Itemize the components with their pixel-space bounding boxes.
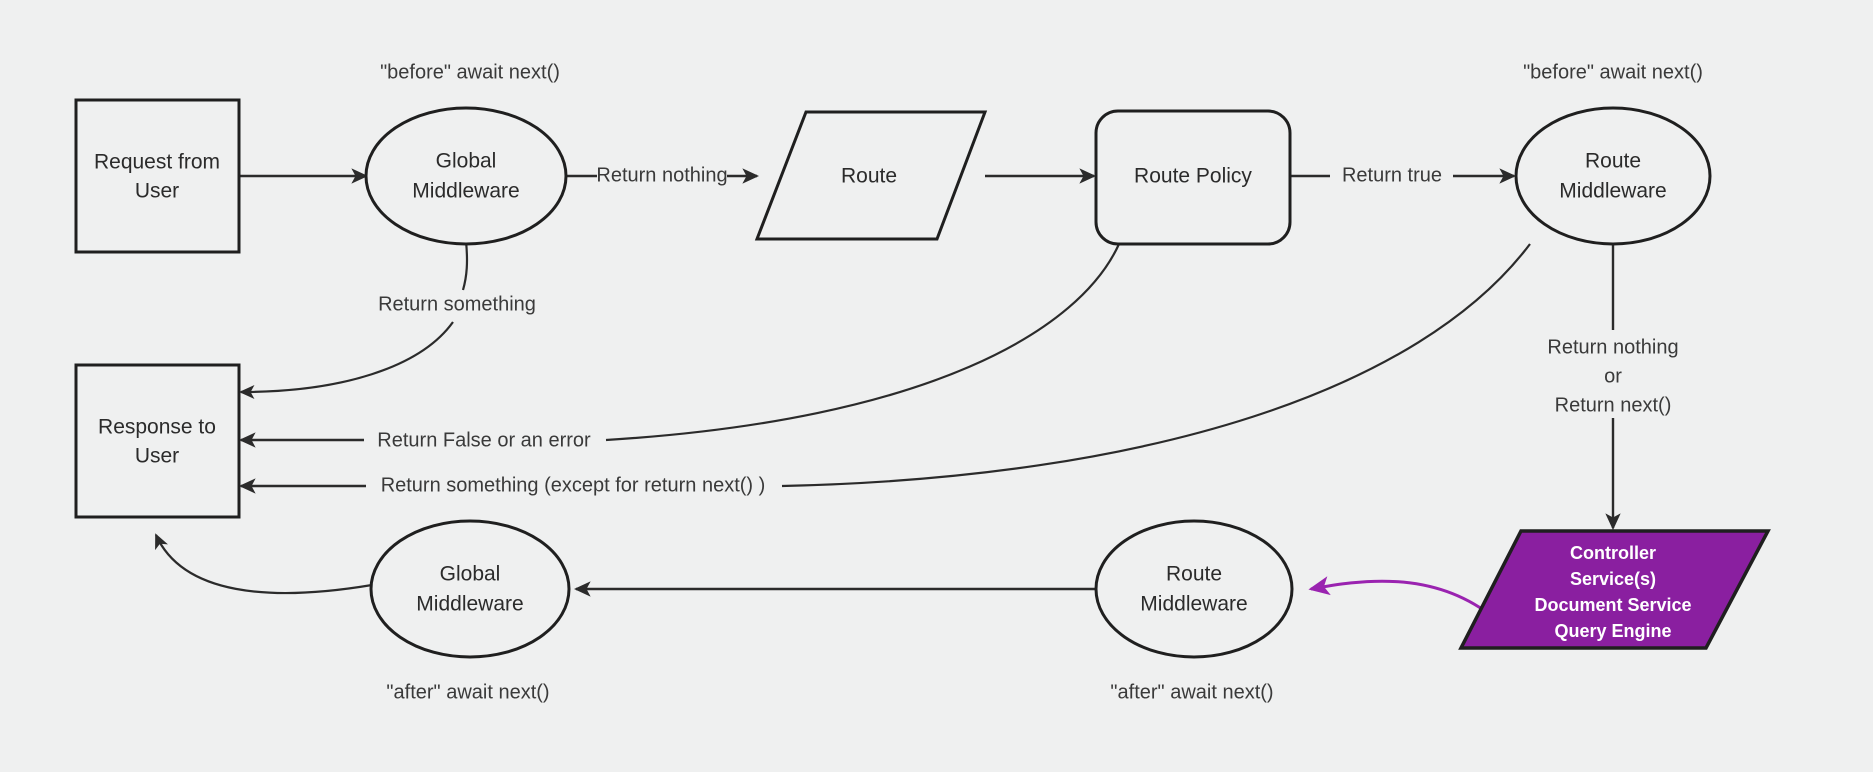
node-response-to-user-line2: User: [135, 445, 179, 468]
node-response-to-user-line1: Response to: [98, 416, 216, 439]
node-route-middleware-top-line1: Route: [1585, 150, 1641, 173]
node-route-middleware-top[interactable]: Route Middleware: [1514, 106, 1712, 246]
edge-label-return-true: Return true: [1342, 164, 1442, 186]
node-controller-line4: Query Engine: [1554, 621, 1671, 641]
node-global-middleware-top-line2: Middleware: [412, 180, 519, 203]
annotation-after-await-next-global: "after" await next(): [386, 681, 549, 703]
node-controller-line2: Service(s): [1570, 569, 1656, 589]
node-global-middleware-bottom[interactable]: Global Middleware: [369, 519, 571, 659]
annotation-after-await-next-route: "after" await next(): [1110, 681, 1273, 703]
node-route-middleware-bottom-line1: Route: [1166, 563, 1222, 586]
edge-route-middleware-return-something-curve: [781, 243, 1531, 488]
edge-label-return-something-except-next: Return something (except for return next…: [381, 474, 766, 496]
node-request-from-user-line1: Request from: [94, 151, 220, 174]
edge-global-middleware-bottom-to-response: [154, 533, 373, 595]
node-route[interactable]: Route: [754, 110, 988, 241]
node-global-middleware-top-line1: Global: [436, 150, 497, 173]
node-controller-line1: Controller: [1570, 543, 1656, 563]
edge-label-return-nothing-or-next-line2: or: [1604, 365, 1622, 387]
node-global-middleware-bottom-line2: Middleware: [416, 593, 523, 616]
node-global-middleware-bottom-line1: Global: [440, 563, 501, 586]
node-response-to-user[interactable]: Response to User: [74, 363, 241, 519]
edge-label-return-false-or-error: Return False or an error: [377, 429, 591, 451]
annotation-before-await-next-global: "before" await next(): [380, 61, 560, 83]
edge-label-return-nothing-or-next-line3: Return next(): [1555, 394, 1672, 416]
node-controller-services[interactable]: Controller Service(s) Document Service Q…: [1458, 529, 1771, 650]
node-global-middleware-top[interactable]: Global Middleware: [364, 106, 568, 246]
node-route-policy[interactable]: Route Policy: [1094, 109, 1292, 246]
node-route-middleware-bottom-line2: Middleware: [1140, 593, 1247, 616]
node-controller-line3: Document Service: [1534, 595, 1691, 615]
edge-label-return-nothing-or-next-line1: Return nothing: [1547, 336, 1678, 358]
edge-label-return-nothing: Return nothing: [596, 164, 727, 186]
node-route-policy-label: Route Policy: [1134, 165, 1252, 188]
node-route-middleware-top-line2: Middleware: [1559, 180, 1666, 203]
edge-controller-to-route-middleware-bottom: [1308, 576, 1490, 616]
annotation-before-await-next-route: "before" await next(): [1523, 61, 1703, 83]
edge-global-middleware-return-something-upper: [461, 240, 469, 291]
edge-global-middleware-return-something-lower: [239, 321, 454, 400]
node-request-from-user-line2: User: [135, 180, 179, 203]
node-route-label: Route: [841, 165, 897, 188]
node-request-from-user[interactable]: Request from User: [74, 98, 241, 254]
edge-route-policy-return-false-curve: [605, 243, 1121, 442]
node-route-middleware-bottom[interactable]: Route Middleware: [1094, 519, 1294, 659]
edge-label-return-something: Return something: [378, 293, 536, 315]
